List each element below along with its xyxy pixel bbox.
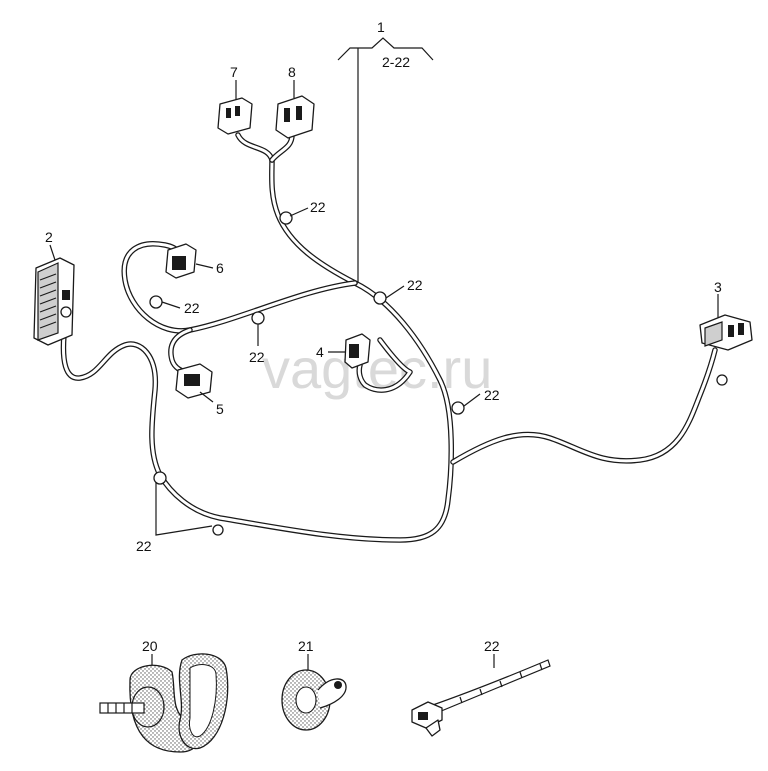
callout-22-right-upper: 22: [407, 277, 423, 293]
callout-20: 20: [142, 638, 158, 654]
leader-lines: [49, 37, 719, 672]
callout-1-range: 2-22: [382, 54, 410, 70]
callout-7: 7: [230, 64, 238, 80]
connector-6[interactable]: [165, 243, 197, 279]
connector-3[interactable]: [699, 314, 753, 351]
callout-6: 6: [216, 260, 224, 276]
callout-22-middle: 22: [249, 349, 265, 365]
part-20-grommet[interactable]: [99, 653, 229, 753]
part-22-cable-tie[interactable]: [411, 659, 551, 737]
callout-22-cable-tie: 22: [484, 638, 500, 654]
part-21-clip[interactable]: [281, 669, 347, 731]
connector-8[interactable]: [275, 95, 315, 139]
callout-5: 5: [216, 401, 224, 417]
callout-2: 2: [45, 229, 53, 245]
connector-5[interactable]: [175, 363, 213, 399]
callout-8: 8: [288, 64, 296, 80]
callout-3: 3: [714, 279, 722, 295]
callout-4: 4: [316, 344, 324, 360]
wire-clips: [149, 211, 728, 536]
callout-21: 21: [298, 638, 314, 654]
callout-22-right: 22: [484, 387, 500, 403]
callout-22-left: 22: [184, 300, 200, 316]
callout-1: 1: [377, 19, 385, 35]
connector-2[interactable]: [33, 257, 75, 346]
connector-4[interactable]: [344, 333, 371, 369]
callout-22-upper: 22: [310, 199, 326, 215]
callout-labels: 1 2-22 2 3 4 5 6 7 8 22 22 22 22 22 22 2…: [45, 19, 722, 654]
callout-22-bottom: 22: [136, 538, 152, 554]
connector-7[interactable]: [217, 97, 253, 135]
